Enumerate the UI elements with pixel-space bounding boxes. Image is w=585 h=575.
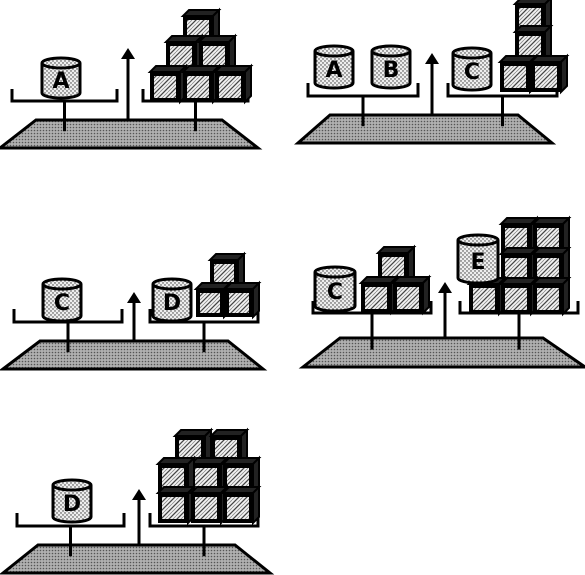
scale-3-base [3, 341, 263, 369]
scale-2: A B C [298, 0, 567, 143]
scale-4-base [303, 338, 585, 367]
scale-3-arrow-head [127, 292, 141, 303]
scale-4-cylinder-e-label: E [470, 250, 485, 275]
scale-1-arrow-head [121, 48, 135, 59]
scale-1-cylinder-a: A [42, 58, 80, 98]
scale-1-base [0, 120, 258, 148]
scale-1-cube-1 [150, 66, 186, 102]
scale-1-cube-3 [215, 66, 251, 102]
scale-2-cylinder-b: B [372, 46, 410, 88]
scale-2-cylinder-c-label: C [464, 60, 480, 85]
scale-4-cube-1 [361, 277, 397, 313]
scale-4-arrow-head [438, 282, 452, 293]
scale-5-cylinder-d: D [53, 480, 91, 522]
scale-4-cylinder-c: C [315, 267, 355, 311]
scale-1-cylinder-a-label: A [52, 69, 69, 94]
scale-2-cylinder-c: C [453, 48, 491, 90]
scale-3-cylinder-c-label: C [54, 291, 70, 316]
scale-5-base [3, 545, 270, 573]
scale-5-cube-3 [223, 487, 259, 523]
scale-2-cylinder-a: A [315, 46, 353, 88]
scale-4-cylinder-c-label: C [327, 280, 343, 305]
scale-5-cube-2 [191, 487, 227, 523]
scale-2-base [298, 115, 552, 143]
scale-5-arrow-head [132, 489, 146, 500]
scale-5-cube-1 [158, 487, 194, 523]
scale-2-arrow-head [425, 53, 439, 64]
scale-3-cube-2 [225, 283, 259, 317]
scale-1-cube-2 [183, 66, 219, 102]
scale-2-cylinder-a-label: A [325, 58, 342, 83]
scale-3-cylinder-c: C [43, 279, 81, 321]
scale-1: A [0, 10, 258, 148]
scale-4-cylinder-e: E [458, 235, 498, 283]
scale-5: D [3, 430, 270, 573]
scale-4-cube-2 [393, 277, 429, 313]
scale-3-cylinder-d-label: D [163, 291, 181, 316]
scale-5-cylinder-d-label: D [63, 492, 81, 517]
scale-3-cylinder-d: D [153, 279, 191, 321]
scale-4-cube-6 [533, 278, 569, 314]
scale-4-cube-5 [501, 278, 537, 314]
scale-4: CE [303, 218, 585, 367]
scale-2-cylinder-b-label: B [383, 58, 400, 83]
scale-2-cube-2 [531, 56, 567, 92]
